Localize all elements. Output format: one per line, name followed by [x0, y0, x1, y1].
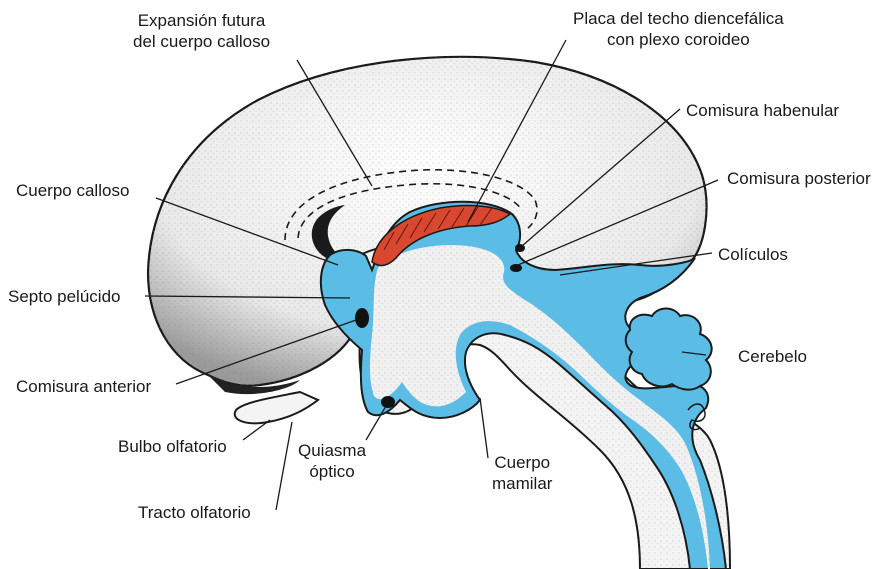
- label-olfactory-tract: Tracto olfatorio: [138, 503, 251, 522]
- cerebellum-shape: [624, 307, 713, 391]
- future-callosum-dashed-inner: [297, 182, 523, 239]
- label-anterior-commissure: Comisura anterior: [16, 377, 152, 396]
- anterior-commissure-dot: [355, 308, 369, 328]
- olfactory-bulb-shape: [233, 390, 320, 425]
- label-colliculi: Colículos: [718, 245, 788, 264]
- label-septum-pellucidum: Septo pelúcido: [8, 287, 121, 306]
- posterior-commissure-dot: [510, 264, 522, 272]
- label-cerebellum: Cerebelo: [738, 347, 807, 366]
- label-olfactory-bulb: Bulbo olfatorio: [118, 437, 227, 456]
- label-future-callosum-expansion: Expansión futura del cuerpo calloso: [133, 11, 271, 51]
- label-optic-chiasm: Quiasma óptico: [298, 441, 367, 481]
- corpus-callosum-hook: [311, 205, 345, 260]
- thalamus-stipple: [370, 245, 710, 569]
- fourth-ventricle-plexus: [687, 403, 706, 431]
- label-posterior-commissure: Comisura posterior: [727, 169, 871, 188]
- choroid-plexus: [371, 204, 512, 267]
- leader-lines: [144, 39, 719, 511]
- hemisphere-fold-shadow: [205, 372, 300, 395]
- label-corpus-callosum: Cuerpo calloso: [16, 181, 130, 200]
- optic-chiasm-dot: [381, 396, 395, 408]
- choroid-plexus-striations: [383, 206, 493, 251]
- label-habenular-commissure: Comisura habenular: [686, 101, 840, 120]
- label-diencephalic-roof-plate: Placa del techo diencefálica con plexo c…: [573, 9, 784, 49]
- label-mammillary-body: Cuerpo mamilar: [492, 453, 553, 493]
- future-callosum-dashed-outer: [284, 168, 538, 241]
